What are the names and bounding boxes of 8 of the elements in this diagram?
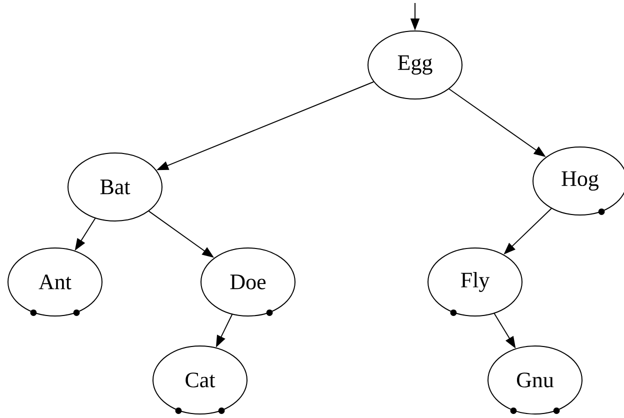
tree-node: Cat — [152, 346, 248, 414]
tree-node: Gnu — [488, 346, 582, 414]
tree-node: Egg — [368, 30, 462, 100]
tree-node: Hog — [532, 146, 624, 216]
tree-node: Fly — [428, 248, 522, 316]
tree-node: Doe — [200, 248, 296, 316]
tree-node: Ant — [8, 248, 102, 316]
tree-node: Bat — [68, 152, 162, 222]
